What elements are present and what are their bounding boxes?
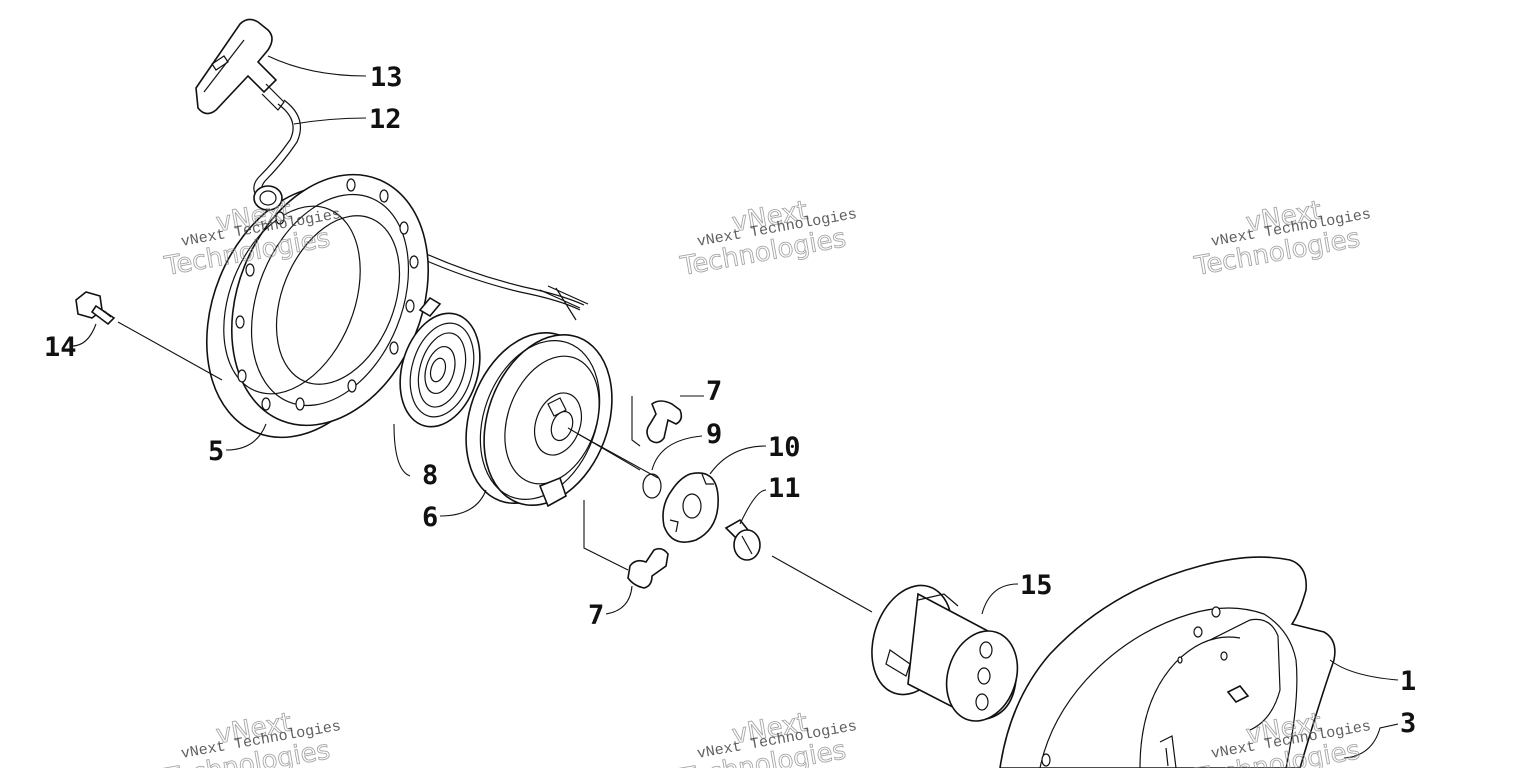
callout-7-upper: 7 (706, 376, 722, 407)
watermark-3: vNext vNext Technologies Technologies (1191, 195, 1372, 282)
callout-7-lower: 7 (588, 600, 604, 631)
watermark-5: vNext vNext Technologies Technologies (677, 707, 858, 768)
retainer-plate-part (662, 472, 719, 543)
handle-part (195, 18, 285, 115)
callout-12: 12 (369, 104, 402, 135)
callout-3: 3 (1400, 708, 1416, 739)
recoil-spring-part (399, 296, 481, 428)
engine-housing-part (999, 556, 1336, 768)
callout-8: 8 (422, 460, 438, 491)
starter-housing-part (205, 173, 430, 439)
watermark-2: vNext vNext Technologies Technologies (677, 195, 858, 282)
callout-10: 10 (768, 432, 801, 463)
watermark-4: vNext vNext Technologies Technologies (161, 707, 342, 768)
callout-15: 15 (1020, 570, 1053, 601)
callout-5: 5 (208, 436, 224, 467)
washer-part (642, 473, 662, 499)
callout-6: 6 (422, 502, 438, 533)
pawl-upper-part (631, 396, 683, 447)
callout-14: 14 (44, 332, 77, 363)
callout-1: 1 (1400, 666, 1416, 697)
bolt-part (75, 291, 116, 326)
callout-9: 9 (706, 419, 722, 450)
pulley-part (465, 331, 613, 508)
screw-part (724, 518, 761, 561)
callout-13: 13 (370, 62, 403, 93)
callout-11: 11 (768, 473, 801, 504)
drive-cup-part (871, 584, 1019, 722)
pawl-lower-part (583, 500, 669, 589)
